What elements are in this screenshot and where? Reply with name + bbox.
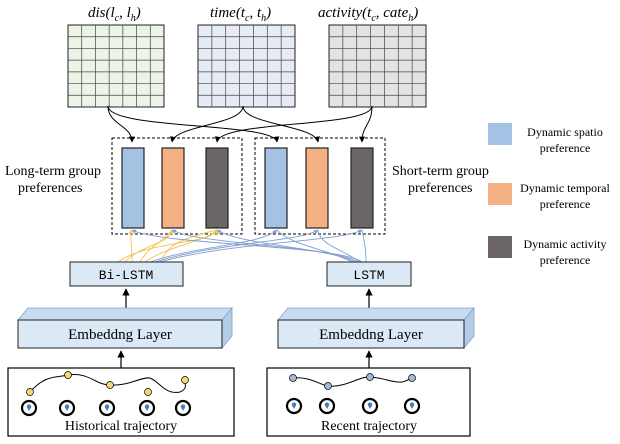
legend-activity-line2: preference — [540, 253, 591, 267]
historical-point-5 — [181, 376, 189, 384]
recent-point-3 — [366, 373, 374, 381]
historical-point-2 — [64, 371, 72, 379]
time-matrix — [197, 24, 296, 108]
location-pin-icon — [26, 404, 32, 411]
long-term-label-line1: Long-term group — [5, 164, 101, 179]
lstm-box — [326, 261, 412, 287]
legend-spatio-line1: Dynamic spatio — [527, 125, 603, 139]
legend-swatch-spatio — [488, 123, 512, 145]
legend-swatch-activity — [488, 236, 512, 258]
historical-poi-icons — [20, 399, 192, 417]
recent-embedding-layer: Embeddng Layer — [277, 306, 475, 350]
short-term-spatio-bar — [264, 147, 288, 229]
recent-embedding-label: Embeddng Layer — [319, 327, 423, 343]
historical-point-3 — [106, 381, 114, 389]
matrix-title-time: time(tc, th) — [210, 5, 271, 24]
long-term-activity-bar — [205, 147, 229, 229]
short-term-activity-bar — [350, 147, 374, 229]
matrix-title-activity: activity(tc, cateh) — [318, 5, 418, 24]
location-pin-icon — [104, 404, 110, 411]
long-term-temporal-bar — [161, 147, 185, 229]
distance-matrix — [67, 24, 165, 108]
historical-point-1 — [26, 388, 34, 396]
location-pin-icon — [409, 402, 415, 409]
location-pin-icon — [324, 402, 330, 409]
historical-trajectory-label: Historical trajectory — [65, 419, 177, 434]
recent-trajectory-label: Recent trajectory — [321, 419, 417, 434]
recent-point-1 — [289, 374, 297, 382]
historical-embedding-layer: Embeddng Layer — [17, 306, 233, 350]
location-pin-icon — [64, 404, 70, 411]
lstm-label: LSTM — [353, 268, 384, 283]
legend-temporal-line1: Dynamic temporal — [520, 181, 610, 195]
legend-spatio-line2: preference — [540, 141, 591, 155]
bi-lstm-label: Bi-LSTM — [99, 268, 154, 283]
recent-poi-icons — [285, 397, 421, 415]
long-term-group-box — [111, 137, 243, 235]
bi-lstm-box — [69, 261, 184, 287]
location-pin-icon — [367, 402, 373, 409]
historical-embedding-label: Embeddng Layer — [68, 327, 172, 343]
matrix-title-dis: dis(lc, lh) — [88, 5, 141, 24]
matrix-to-preference-arrows — [107, 105, 373, 143]
legend: Dynamic spatio preference Dynamic tempor… — [488, 123, 610, 267]
distance-matrix-background — [67, 24, 165, 108]
short-term-label-line2: preferences — [408, 181, 473, 196]
short-term-temporal-bar — [305, 147, 329, 229]
long-term-spatio-bar — [121, 147, 145, 229]
lstm-to-preference-connectors — [117, 229, 367, 263]
activity-matrix — [328, 24, 427, 108]
historical-point-4 — [144, 388, 152, 396]
recent-point-2 — [324, 382, 332, 390]
location-pin-icon — [144, 404, 150, 411]
location-pin-icon — [291, 402, 297, 409]
long-term-label-line2: preferences — [18, 181, 83, 196]
recent-point-4 — [408, 374, 416, 382]
legend-temporal-line2: preference — [540, 197, 591, 211]
location-pin-icon — [180, 404, 186, 411]
short-term-label-line1: Short-term group — [392, 164, 489, 179]
time-matrix-background — [197, 24, 296, 108]
legend-swatch-temporal — [488, 183, 512, 205]
legend-activity-line1: Dynamic activity — [524, 237, 607, 251]
short-term-group-box — [254, 137, 386, 235]
activity-matrix-background — [328, 24, 427, 108]
